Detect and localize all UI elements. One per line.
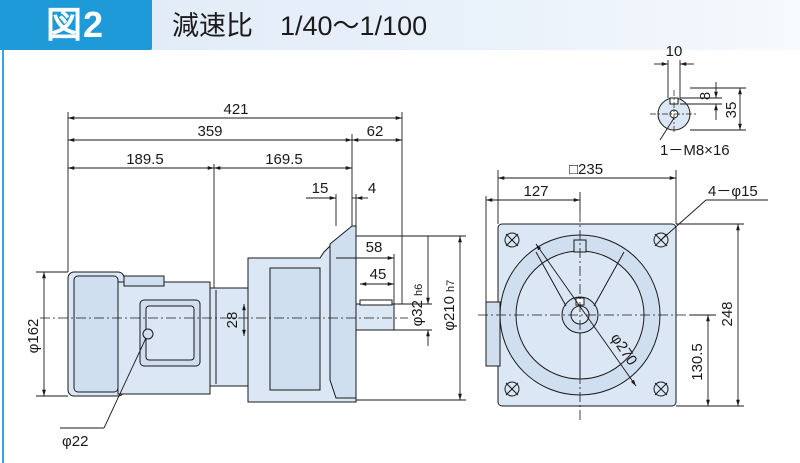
dim-bolt-holes: 4－φ15	[708, 183, 758, 200]
side-dimensions	[36, 112, 466, 429]
cable-gland	[142, 328, 154, 340]
dim-length-359: 359	[197, 123, 222, 140]
dim-height-248: 248	[719, 301, 736, 326]
dim-shaft-diameter: φ32	[409, 300, 426, 326]
dim-shaft-62: 62	[367, 123, 384, 140]
key-way	[359, 299, 393, 306]
dim-shaft-tolerance: h6	[413, 284, 425, 296]
dim-square-235: □235	[569, 161, 603, 178]
dim-half-127: 127	[523, 183, 548, 200]
dim-189-5: 189.5	[126, 151, 164, 168]
dim-motor-shaft: φ22	[62, 433, 88, 450]
dim-center-28: 28	[224, 312, 241, 329]
output-shaft	[355, 303, 395, 331]
dim-overall-length: 421	[223, 101, 248, 118]
dim-key-width: 10	[666, 43, 683, 60]
dim-shaft-diameter-group: φ32 h6	[409, 284, 426, 327]
dim-spigot-tolerance: h7	[445, 280, 457, 292]
motor-fan-cover	[73, 275, 119, 393]
dim-tap-hole: 1－M8×16	[660, 142, 730, 159]
dim-shaft-58: 58	[366, 239, 383, 256]
dim-height-130-5: 130.5	[689, 343, 706, 381]
dim-flange-4: 4	[368, 180, 376, 197]
gearbox-flange	[329, 225, 357, 399]
frame-border	[2, 50, 4, 463]
side-view	[67, 225, 395, 403]
dim-169-5: 169.5	[265, 151, 303, 168]
shaft-detail-dimensions	[654, 60, 746, 141]
bolt-hole-tl	[504, 232, 520, 248]
dim-shaft-45: 45	[370, 266, 387, 283]
dim-key-height: 35	[723, 102, 740, 119]
figure-title: 減速比 1/40～1/100	[172, 11, 428, 41]
gear-cover	[269, 267, 321, 391]
figure-header: 図2 減速比 1/40～1/100	[0, 0, 800, 50]
bolt-hole-br	[653, 381, 669, 397]
motor-fins	[123, 275, 165, 287]
front-body-left	[485, 301, 501, 367]
dim-spigot-diameter: φ210	[441, 296, 458, 331]
front-dimensions	[485, 170, 768, 407]
dim-spigot-diameter-group: φ210 h7	[441, 280, 458, 331]
shaft-detail	[650, 90, 698, 134]
dim-key-depth: 8	[697, 92, 714, 100]
dim-motor-diameter: φ162	[25, 319, 42, 354]
figure-number: 図2	[46, 4, 105, 45]
figure-number-box: 図2	[0, 0, 152, 50]
dim-flange-15: 15	[312, 180, 329, 197]
bolt-hole-bl	[504, 381, 520, 397]
